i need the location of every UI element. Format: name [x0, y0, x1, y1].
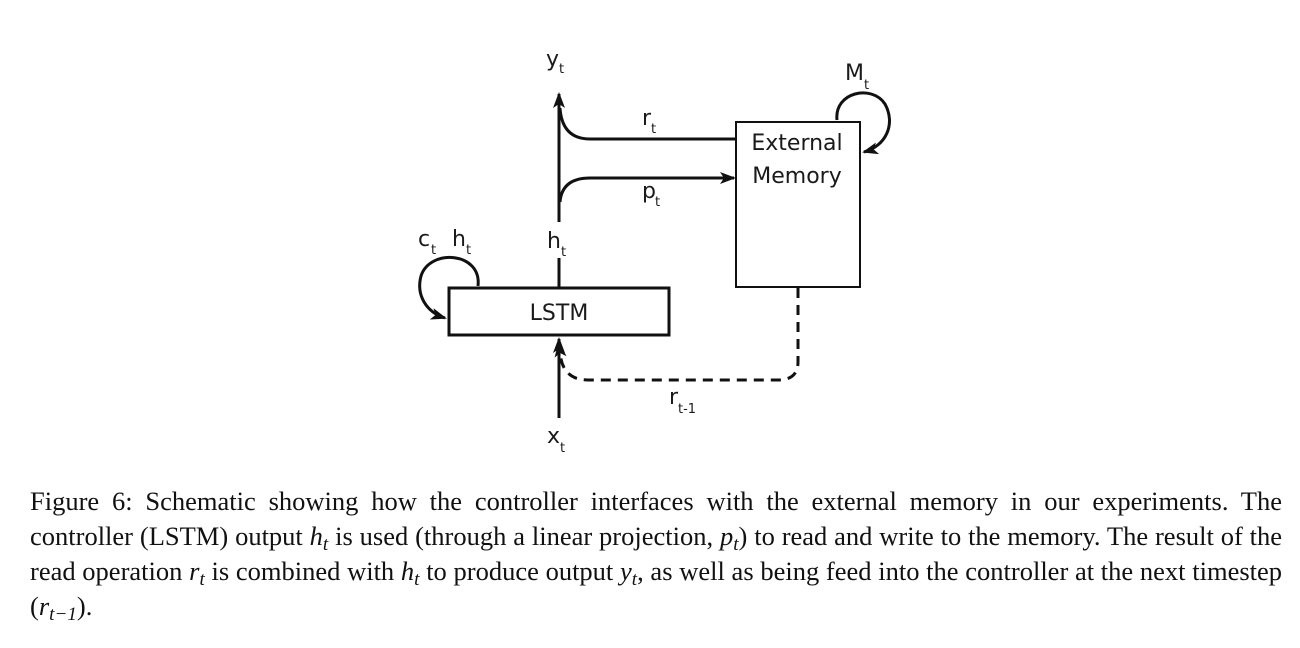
- caption-text-3: ) to read and write to the memory. The r…: [30, 521, 1283, 586]
- svg-text:h: h: [547, 229, 561, 254]
- caption-var-p: p: [719, 521, 734, 551]
- svg-text:r: r: [669, 385, 679, 410]
- svg-text:h: h: [452, 227, 466, 252]
- label-r: r t: [642, 106, 656, 137]
- caption-text-2: is used (through a linear projection,: [335, 521, 714, 551]
- label-p: p t: [642, 179, 660, 210]
- label-m: M t: [845, 61, 869, 93]
- svg-text:r: r: [642, 106, 652, 131]
- caption-sub-r: t: [199, 568, 205, 590]
- caption-text-6: , as well as being feed into the control…: [30, 556, 1283, 621]
- svg-text:t: t: [655, 195, 660, 210]
- svg-text:M: M: [845, 61, 864, 86]
- label-x: x t: [547, 424, 565, 456]
- caption-sub-h2: t: [414, 568, 420, 590]
- lstm-box: LSTM: [447, 286, 671, 337]
- caption-label: Figure 6:: [30, 486, 133, 516]
- label-h-output: h t: [547, 229, 566, 260]
- label-h-loop: h t: [452, 227, 471, 258]
- label-y: y t: [546, 47, 564, 77]
- svg-text:t: t: [561, 245, 566, 260]
- svg-text:y: y: [546, 47, 559, 72]
- caption-sub-h: t: [322, 533, 329, 555]
- svg-text:x: x: [547, 424, 560, 449]
- memory-state-loop-arrow: [835, 91, 891, 155]
- caption-var-h: h: [309, 521, 323, 551]
- read-path: [558, 107, 736, 141]
- figure-caption: Figure 6: Schematic showing how the cont…: [30, 484, 1282, 624]
- svg-text:t-1: t-1: [678, 402, 696, 417]
- svg-text:t: t: [560, 441, 565, 456]
- label-r-prev: r t-1: [669, 385, 696, 417]
- svg-text:c: c: [418, 227, 430, 252]
- svg-text:p: p: [642, 179, 656, 204]
- caption-sub-rp: t−1: [49, 603, 77, 625]
- lstm-box-label: LSTM: [530, 301, 589, 326]
- caption-text-1: Schematic showing how the controller int…: [30, 486, 1282, 551]
- svg-text:t: t: [864, 78, 869, 93]
- memory-box-label-line2: Memory: [752, 164, 841, 189]
- caption-text-7: ).: [76, 591, 93, 621]
- external-memory-box: External Memory: [735, 121, 861, 288]
- caption-var-rp: r: [38, 591, 50, 621]
- caption-text-4: is combined with: [211, 556, 395, 586]
- read-feedback-dashed-arrow: [554, 288, 800, 382]
- svg-text:t: t: [431, 243, 436, 258]
- svg-text:t: t: [466, 243, 471, 258]
- caption-var-y: y: [620, 556, 632, 586]
- lstm-external-memory-diagram: LSTM External Memory y t x t h t c t h t: [418, 47, 891, 456]
- caption-var-r: r: [189, 556, 200, 586]
- svg-text:t: t: [559, 62, 564, 77]
- label-c-loop: c t: [418, 227, 436, 258]
- projection-arrow: [558, 172, 736, 203]
- caption-sub-p: t: [733, 533, 739, 555]
- caption-sub-y: t: [631, 568, 638, 590]
- caption-text-5: to produce output: [426, 556, 614, 586]
- lstm-state-loop-arrow: [418, 255, 480, 320]
- svg-text:t: t: [651, 122, 656, 137]
- caption-var-h2: h: [400, 556, 415, 586]
- memory-box-label-line1: External: [751, 131, 842, 156]
